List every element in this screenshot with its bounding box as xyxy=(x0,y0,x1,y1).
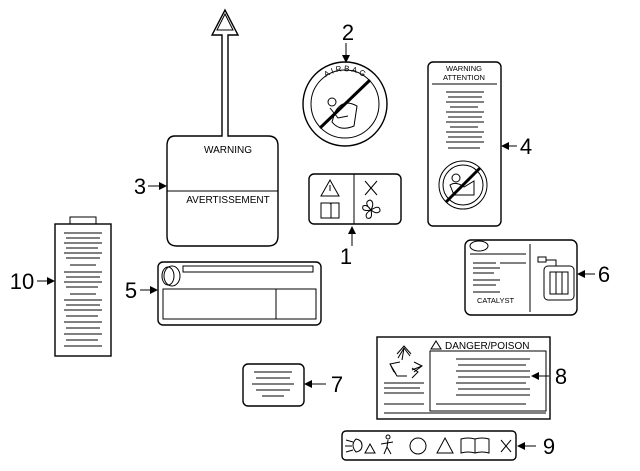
label-1-icons xyxy=(308,173,402,225)
label-8-text-lines xyxy=(384,358,546,414)
callout-3: 3 xyxy=(134,174,146,199)
cylinder-icon xyxy=(161,265,181,287)
label-10-text-lines xyxy=(64,232,102,347)
callout-1: 1 xyxy=(340,244,352,269)
warning-triangle-icon xyxy=(430,340,442,350)
small-triangle-icon xyxy=(364,442,376,454)
warning-text: WARNING xyxy=(204,145,252,156)
avertissement-text: AVERTISSEMENT xyxy=(186,195,270,206)
label-9-icon-strip xyxy=(341,430,517,461)
label-8-danger-poison: DANGER/POISON xyxy=(376,336,551,420)
callout-5: 5 xyxy=(125,278,137,303)
label-6-text-lines xyxy=(470,253,526,293)
label-5 xyxy=(157,261,322,326)
callout-2: 2 xyxy=(342,20,354,45)
fan-icon xyxy=(362,199,381,219)
book-icon xyxy=(460,437,490,454)
label-7 xyxy=(242,363,305,407)
callout-6: 6 xyxy=(598,262,610,287)
callout-9: 9 xyxy=(543,434,555,459)
headlight-icon xyxy=(345,438,363,453)
no-child-seat-icon xyxy=(438,160,488,210)
no-child-seat-icon xyxy=(318,78,372,130)
warning-triangle-icon xyxy=(320,178,340,197)
danger-poison-text: DANGER/POISON xyxy=(445,341,529,352)
label-4-text-lines xyxy=(446,91,484,149)
callout-numbers: 1 2 3 4 5 6 7 8 9 10 xyxy=(10,20,610,459)
manual-book-icon xyxy=(320,202,340,219)
label-4-warning-attention: WARNING ATTENTION xyxy=(427,61,502,227)
attention-text: ATTENTION xyxy=(443,73,485,82)
callout-8: 8 xyxy=(555,364,567,389)
recycle-icon xyxy=(389,345,423,379)
no-x-icon xyxy=(364,180,378,196)
label-10 xyxy=(54,216,112,357)
warning-small-text: WARNING xyxy=(446,64,482,73)
label-2-airbag: AIRBAG xyxy=(302,61,388,147)
callout-10: 10 xyxy=(10,269,34,294)
triangle-icon xyxy=(436,436,454,454)
circle-icon xyxy=(409,437,427,455)
engine-icon xyxy=(537,256,575,301)
callout-4: 4 xyxy=(520,134,532,159)
x-icon xyxy=(500,439,512,453)
label-6-catalyst: CATALYST xyxy=(464,239,578,316)
catalyst-text: CATALYST xyxy=(477,296,515,305)
label-3-warning: WARNING AVERTISSEMENT xyxy=(166,8,279,247)
person-icon xyxy=(380,434,394,455)
callout-arrows xyxy=(37,43,595,450)
callout-7: 7 xyxy=(331,372,343,397)
